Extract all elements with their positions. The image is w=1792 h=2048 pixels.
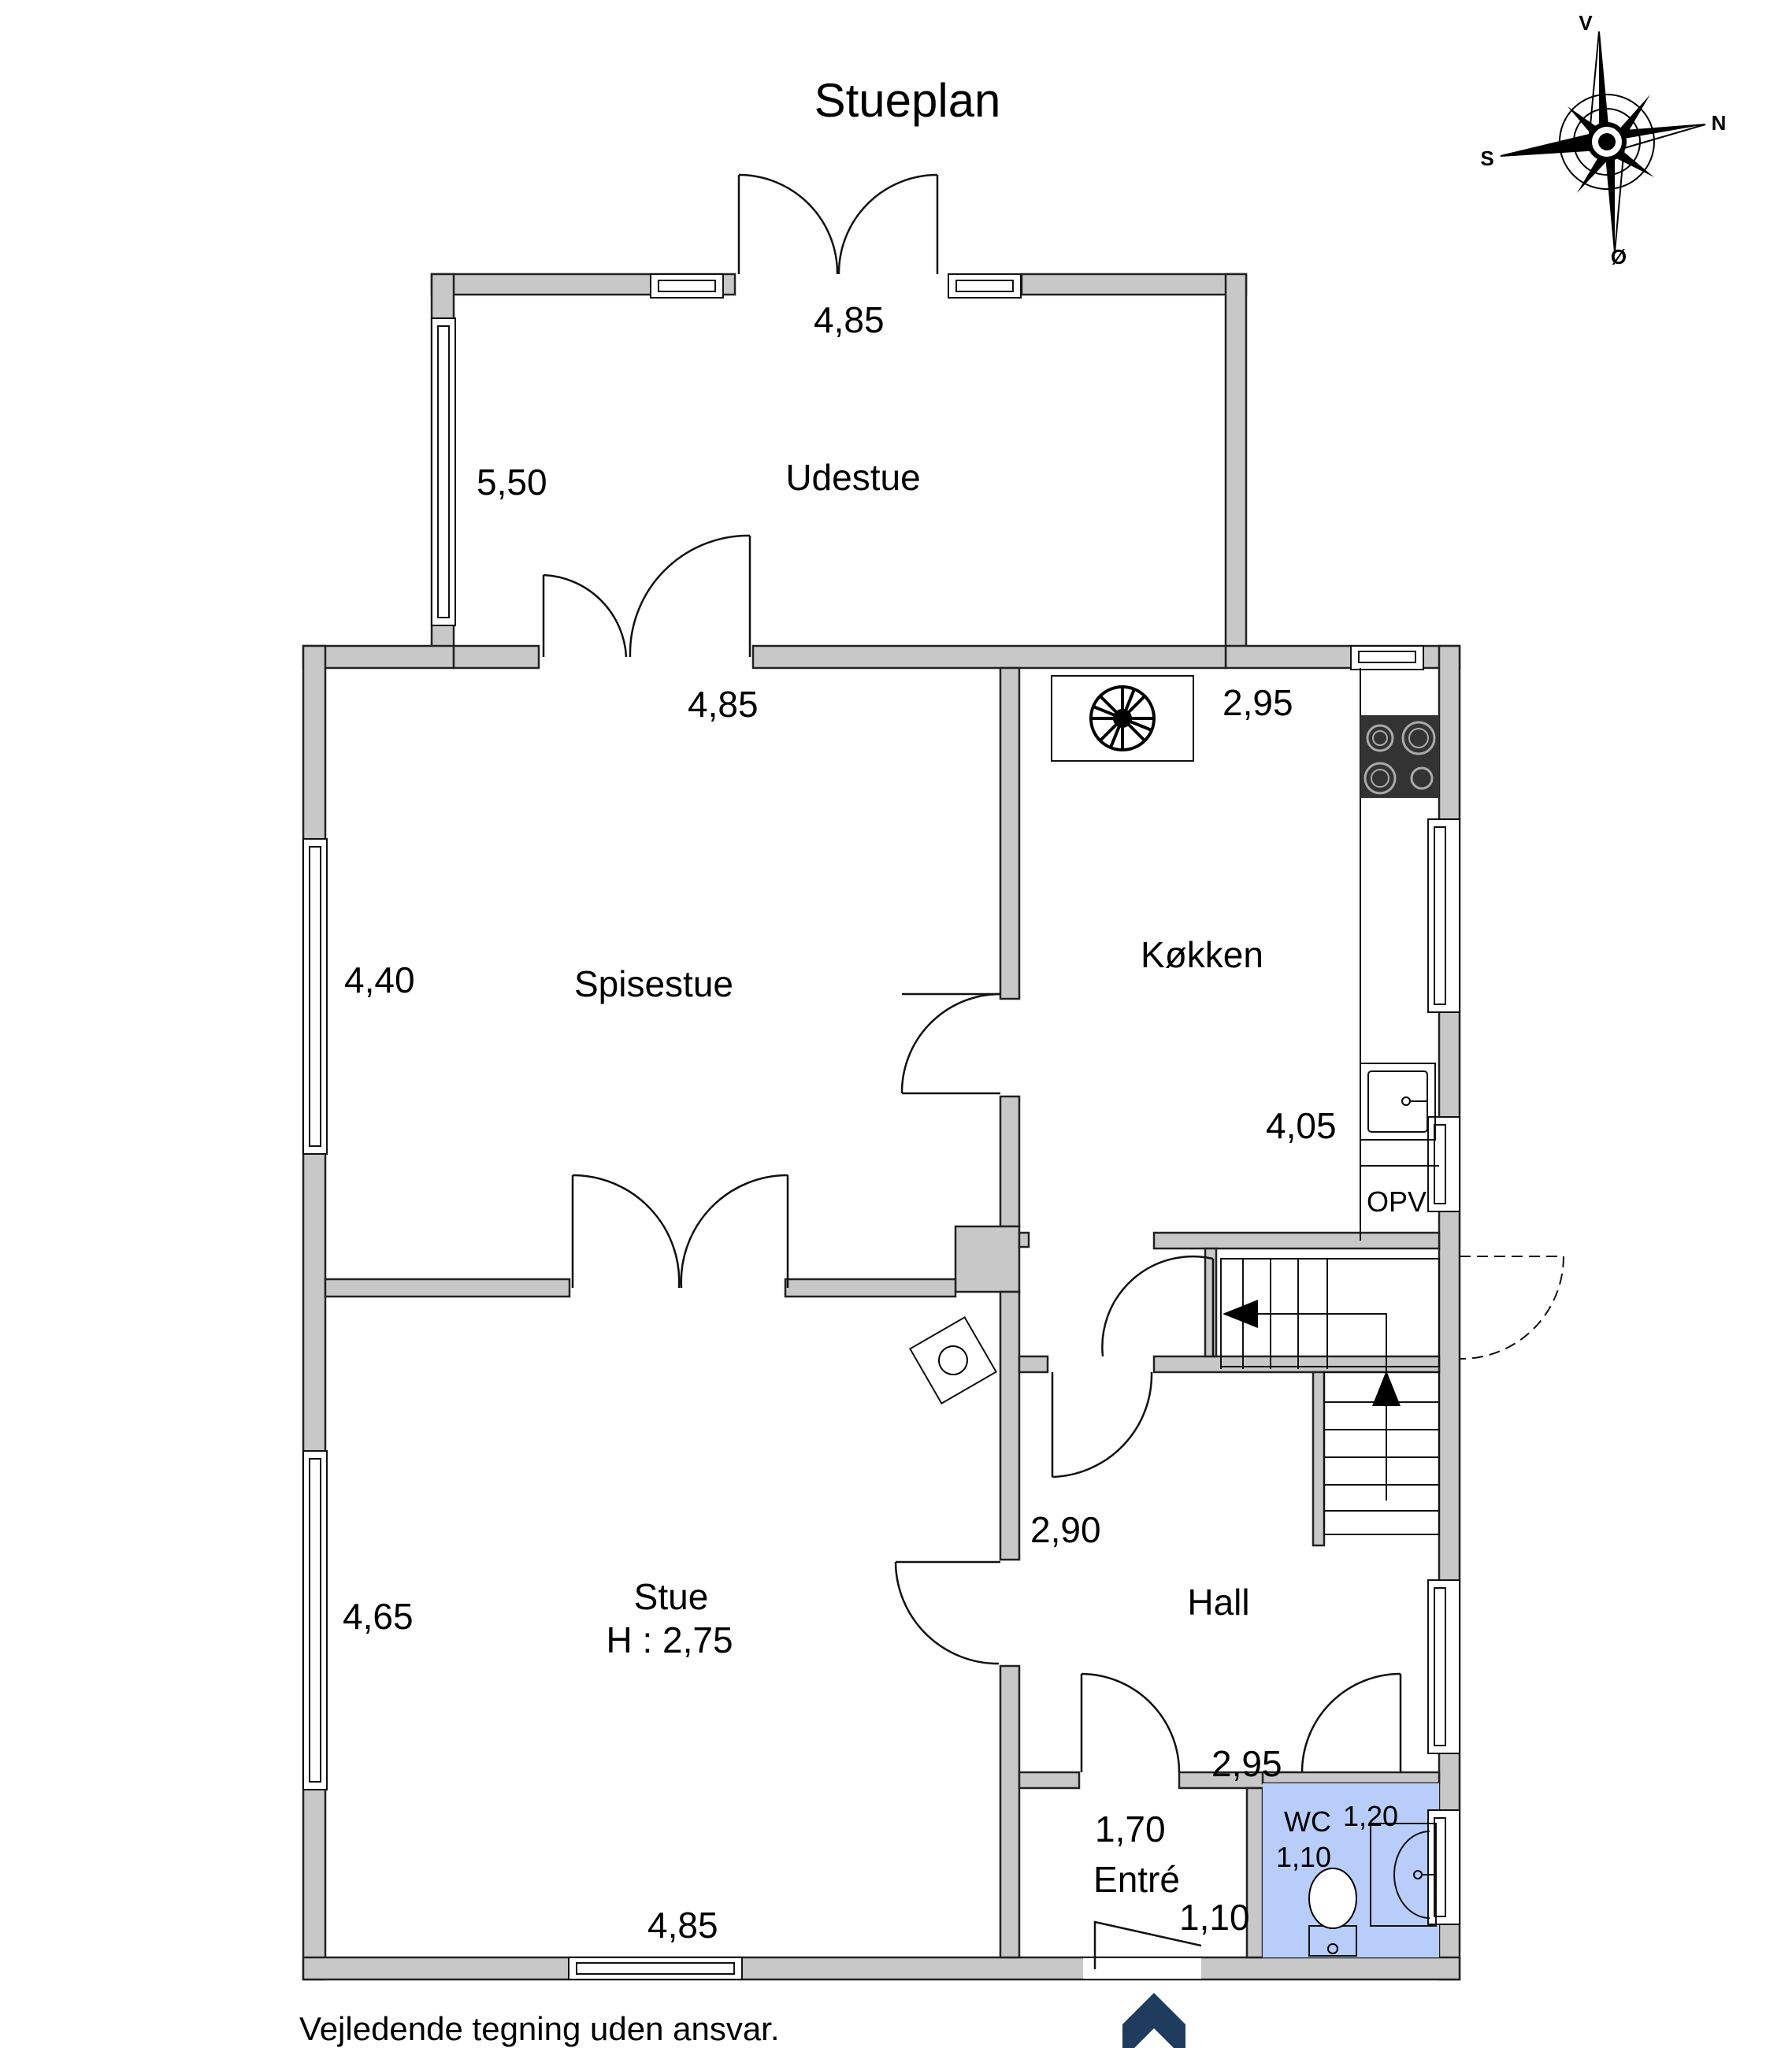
entre-name: Entré — [1093, 1859, 1180, 1900]
room-labels: 4,85 5,50 Udestue 4,85 4,40 Spisestue 2,… — [343, 299, 1398, 1946]
udestue-depth: 5,50 — [477, 462, 547, 503]
disclaimer-text: Vejledende tegning uden ansvar. — [299, 2010, 780, 2047]
compass-south-label: Ø — [1611, 245, 1627, 269]
wc-fixtures — [1308, 1823, 1437, 1957]
kitchen-fixtures: OPV — [1051, 668, 1439, 1241]
kokken-width: 2,95 — [1222, 682, 1293, 723]
staircase — [1220, 1258, 1440, 1535]
compass-east-label: N — [1712, 111, 1727, 135]
wc-name: WC — [1284, 1805, 1331, 1838]
doors — [542, 173, 1564, 1969]
kokken-name: Køkken — [1141, 934, 1263, 975]
cabinet-label: OPV — [1367, 1185, 1427, 1218]
udestue-name: Udestue — [785, 457, 920, 498]
compass-west-label: S — [1480, 147, 1493, 170]
kitchen-sink-icon — [1360, 1063, 1436, 1141]
stue-height: H : 2,75 — [606, 1619, 733, 1660]
wood-stove-icon — [908, 1315, 998, 1405]
plan-title: Stueplan — [814, 74, 1001, 127]
spisestue-name: Spisestue — [574, 963, 733, 1004]
entre-depth: 1,10 — [1179, 1897, 1250, 1938]
compass-rose-icon: V N S Ø — [1480, 11, 1726, 269]
stue-depth: 4,65 — [343, 1596, 414, 1637]
hall-depth: 2,90 — [1030, 1509, 1101, 1550]
walls — [302, 273, 1461, 1981]
exhaust-fan-icon — [1089, 685, 1156, 751]
wc-floor — [1263, 1783, 1439, 1957]
hall-name: Hall — [1187, 1582, 1249, 1623]
spisestue-width: 4,85 — [688, 684, 759, 725]
wc-depth: 1,10 — [1276, 1841, 1331, 1873]
stove-icon — [1360, 715, 1439, 798]
compass-north-label: V — [1579, 11, 1593, 35]
wc-width: 1,20 — [1343, 1800, 1398, 1832]
spisestue-depth: 4,40 — [344, 959, 415, 1000]
stue-name: Stue — [634, 1576, 709, 1617]
entre-width: 1,70 — [1095, 1809, 1166, 1850]
hall-width: 2,95 — [1211, 1743, 1282, 1784]
windows — [302, 273, 1460, 1980]
stue-width: 4,85 — [647, 1905, 718, 1946]
kokken-depth: 4,05 — [1266, 1105, 1337, 1146]
entrance-arrow-icon — [1122, 1993, 1185, 2048]
udestue-width: 4,85 — [814, 299, 885, 340]
